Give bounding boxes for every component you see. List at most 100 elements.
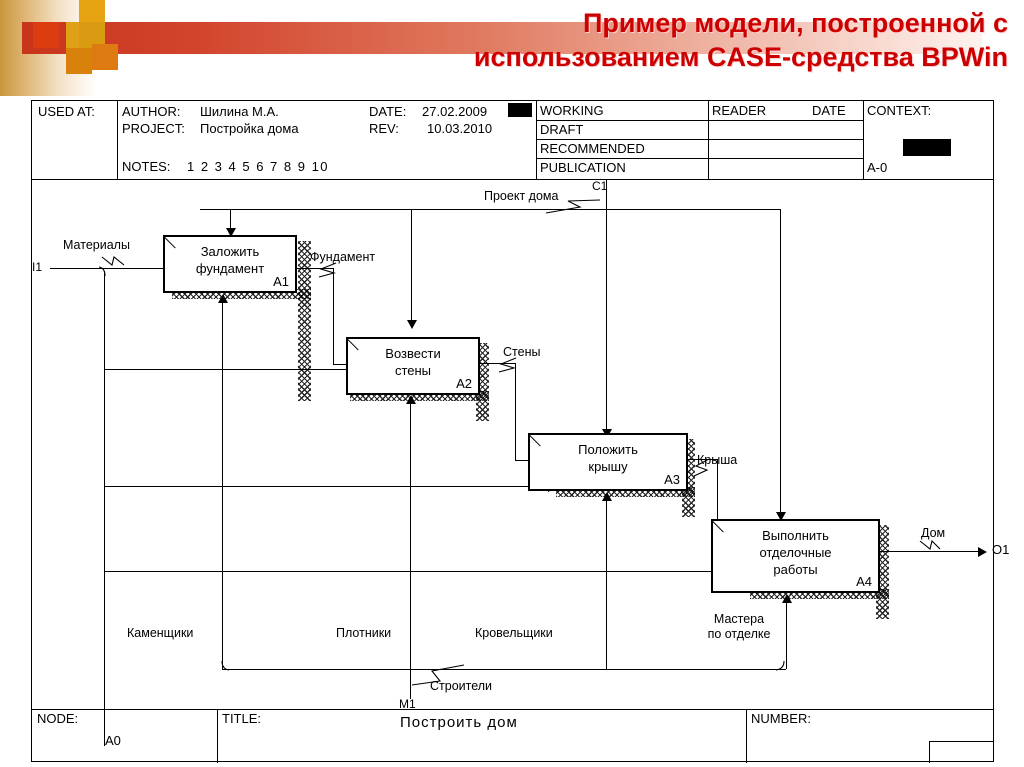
mechanism-corner-a1: [221, 661, 230, 671]
control-branch-a4: [780, 209, 781, 514]
mechanism-arrowhead-a3: [602, 492, 612, 501]
a2-id: A2: [456, 376, 472, 391]
author-label: AUTHOR:: [122, 104, 181, 119]
input-branch-a3: [104, 486, 552, 487]
input-bus-vertical: [104, 271, 105, 746]
mechanism-label-mastera: Мастера по отделке: [684, 612, 794, 642]
mechanism-m1-code: M1: [399, 697, 416, 711]
deco-square-amber-top: [79, 0, 105, 26]
header-table-vline-1: [117, 101, 118, 179]
status-recommended: RECOMMENDED: [540, 141, 645, 156]
a1-title: Заложить фундамент: [165, 243, 295, 277]
mechanism-branch-a2: [410, 403, 411, 669]
status-row-rule-2: [536, 139, 863, 140]
control-bus-horizontal: [200, 209, 780, 210]
mechanism-branch-a1: [222, 301, 223, 669]
input-branch-a4: [104, 571, 734, 572]
control-tilde-marker: [545, 199, 601, 214]
control-branch-a2: [411, 209, 412, 322]
arrow-label-krysha: Крыша: [697, 453, 738, 467]
control-c1-code: C1: [592, 179, 608, 193]
a2-title-line-2: стены: [394, 363, 432, 378]
control-branch-a3: [606, 209, 607, 431]
krysha-tilde-marker: [693, 458, 710, 477]
idef0-diagram-frame: USED AT: AUTHOR: Шилина М.А. DATE: 27.02…: [31, 100, 1009, 763]
mechanism-branch-a3: [606, 499, 607, 669]
process-box-a1[interactable]: Заложить фундамент A1: [163, 235, 297, 293]
node-label: NODE:: [37, 711, 79, 726]
context-highlight-block: [903, 139, 951, 156]
status-draft: DRAFT: [540, 122, 584, 137]
input-label-materialy: Материалы: [63, 238, 130, 252]
node-value: A0: [105, 733, 121, 748]
output-o1-line: [879, 551, 982, 552]
mechanism-label-stroiteli: Строители: [430, 679, 493, 693]
a4-title-line-2: отделочные: [759, 545, 832, 560]
process-box-a2[interactable]: Возвести стены A2: [346, 337, 480, 395]
reader-label: READER: [712, 103, 767, 118]
context-label: CONTEXT:: [867, 103, 932, 118]
mechanism-bus-horizontal: [222, 669, 786, 670]
mechanism-m1-stub: [410, 669, 411, 699]
krysha-line-v: [717, 459, 718, 546]
output-label-dom: Дом: [921, 526, 946, 540]
a1-shadow-bottom: [172, 289, 311, 299]
footer-number-box-rule: [929, 741, 993, 742]
a4-title-line-1: Выполнить: [762, 528, 829, 543]
mechanism-label-kamenshchiki: Каменщики: [127, 626, 194, 640]
input-branch-a2: [104, 369, 376, 370]
status-row-rule-3: [536, 158, 863, 159]
deco-square-orange-2: [92, 44, 118, 70]
status-working: WORKING: [540, 103, 604, 118]
a2-title: Возвести стены: [348, 345, 478, 379]
input-i1-code: I1: [32, 260, 43, 274]
project-label: PROJECT:: [122, 121, 185, 136]
control-arrowhead-a1: [226, 228, 236, 237]
process-box-a4[interactable]: Выполнить отделочные работы A4: [711, 519, 880, 593]
input-tilde-marker: [101, 256, 125, 266]
mechanism-label-mastera-line-2: по отделке: [707, 627, 771, 641]
input-bus-corner: [98, 266, 106, 277]
a1-title-line-2: фундамент: [195, 261, 265, 276]
footer-table-top-rule: [32, 709, 993, 710]
a1-shadow-right: [298, 241, 311, 401]
a2-shadow-bottom: [350, 391, 489, 401]
fundament-tilde-marker: [318, 262, 337, 278]
mechanism-arrowhead-a1: [218, 294, 228, 303]
a1-title-line-1: Заложить: [200, 244, 260, 259]
a4-id: A4: [856, 574, 872, 589]
date-label: DATE:: [369, 104, 407, 119]
output-arrowhead-o1: [978, 547, 987, 557]
title-label: TITLE:: [222, 711, 262, 726]
date-value: 27.02.2009: [422, 104, 488, 119]
input-i1-line: [50, 268, 192, 269]
slide-header: Пример модели, построенной с использован…: [0, 0, 1024, 96]
mechanism-label-mastera-line-1: Мастера: [713, 612, 765, 626]
a3-shadow-bottom: [556, 487, 695, 497]
output-tilde-marker: [919, 539, 941, 550]
status-row-rule-1: [536, 120, 863, 121]
steny-tilde-marker: [498, 357, 517, 373]
krysha-line-h: [687, 459, 718, 460]
fundament-line-v: [333, 268, 334, 365]
mechanism-label-krovelshchiki: Кровельщики: [475, 626, 553, 640]
rev-label: REV:: [369, 121, 399, 136]
a3-title: Положить крышу: [530, 441, 686, 475]
a4-title-line-3: работы: [773, 562, 818, 577]
deco-square-orange: [66, 48, 92, 74]
reader-date-label: DATE: [812, 103, 846, 118]
notes-numbers: 1 2 3 4 5 6 7 8 9 10: [187, 159, 330, 174]
mechanism-branch-a4: [786, 601, 787, 669]
a4-title: Выполнить отделочные работы: [713, 527, 878, 578]
a3-title-line-2: крышу: [588, 459, 628, 474]
mechanism-arrowhead-a2: [406, 395, 416, 404]
project-value: Постройка дома: [200, 121, 299, 136]
footer-table-vline-2: [746, 709, 747, 763]
number-label: NUMBER:: [751, 711, 811, 726]
deco-square-red: [33, 22, 59, 48]
status-selected-marker: [508, 103, 532, 117]
page-title-line-2: использованием CASE-средства BPWin: [473, 42, 1008, 72]
arrow-label-steny: Стены: [503, 345, 541, 359]
process-box-a3[interactable]: Положить крышу A3: [528, 433, 688, 491]
mechanism-arrowhead-a4: [782, 594, 792, 603]
